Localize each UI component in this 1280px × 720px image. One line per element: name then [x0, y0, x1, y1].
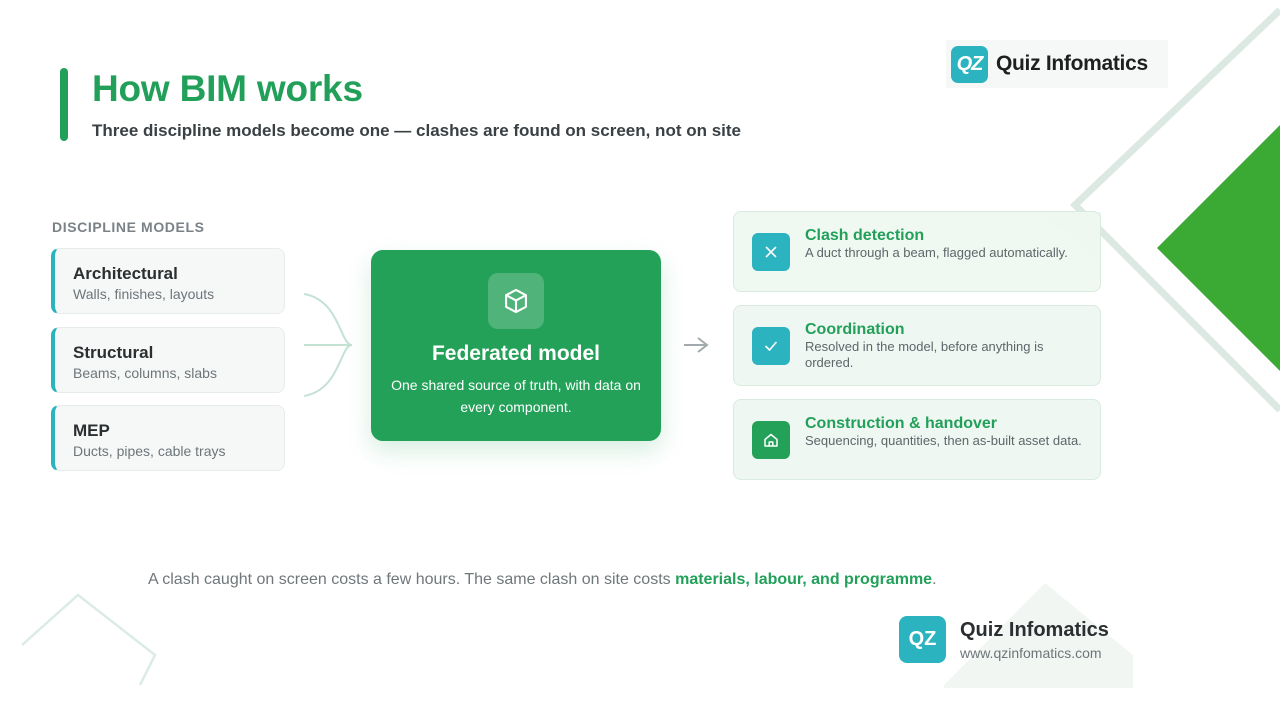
section-label-discipline-models: DISCIPLINE MODELS [52, 219, 205, 235]
home-icon [752, 421, 790, 459]
arrow-right-icon [684, 337, 709, 353]
outcome-title: Construction & handover [805, 415, 998, 432]
outcome-title: Coordination [805, 321, 905, 338]
outcome-desc: A duct through a beam, flagged automatic… [805, 245, 1068, 260]
federated-model-desc: One shared source of truth, with data on… [391, 377, 641, 415]
check-icon [752, 327, 790, 365]
brand-name: Quiz Infomatics [996, 52, 1148, 75]
outcome-card-clash-detection: Clash detection A duct through a beam, f… [733, 211, 1101, 292]
discipline-desc: Walls, finishes, layouts [73, 286, 215, 302]
discipline-desc: Ducts, pipes, cable trays [73, 443, 226, 459]
footer-note: A clash caught on screen costs a few hou… [148, 571, 937, 589]
discipline-name: Architectural [73, 264, 178, 283]
outcome-desc: Sequencing, quantities, then as-built as… [805, 433, 1082, 448]
outcome-card-coordination: Coordination Resolved in the model, befo… [733, 305, 1101, 386]
discipline-name: Structural [73, 343, 154, 362]
brand-name: Quiz Infomatics [960, 618, 1109, 641]
cube-icon [488, 273, 544, 329]
federated-model-card: Federated model One shared source of tru… [371, 250, 661, 441]
footer-note-end: . [932, 571, 937, 588]
discipline-card-mep: MEP Ducts, pipes, cable trays [51, 405, 285, 471]
outcome-title: Clash detection [805, 227, 925, 244]
discipline-desc: Beams, columns, slabs [73, 365, 217, 381]
federated-model-title: Federated model [431, 342, 601, 365]
discipline-card-structural: Structural Beams, columns, slabs [51, 327, 285, 393]
close-icon [752, 233, 790, 271]
footer-note-highlight: materials, labour, and programme [675, 571, 933, 588]
page-subtitle: Three discipline models become one — cla… [92, 121, 741, 140]
brand-url: www.qzinfomatics.com [960, 644, 1102, 661]
logo-mark: QZ [899, 616, 946, 663]
page-title: How BIM works [92, 68, 363, 109]
discipline-name: MEP [73, 421, 110, 440]
brand-logo-top: QZ Quiz Infomatics [946, 40, 1168, 88]
logo-mark: QZ [951, 45, 988, 83]
footer-note-text: A clash caught on screen costs a few hou… [148, 571, 676, 588]
outcome-card-construction-handover: Construction & handover Sequencing, quan… [733, 399, 1101, 480]
merge-connector [303, 293, 353, 346]
brand-logo-bottom: QZ Quiz Infomatics www.qzinfomatics.com [899, 616, 1109, 663]
discipline-card-architectural: Architectural Walls, finishes, layouts [51, 248, 285, 314]
outcome-desc: Resolved in the model, before anything i… [805, 339, 1044, 370]
title-accent-bar [60, 68, 68, 141]
